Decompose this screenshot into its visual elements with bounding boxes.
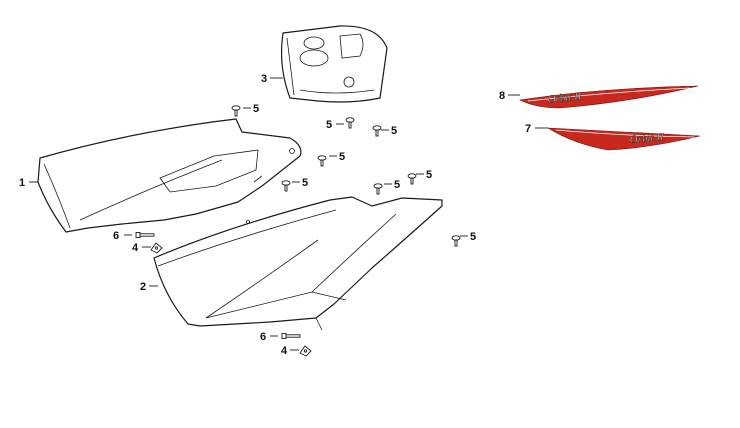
- decal-8-logo-text: Orbit II: [547, 90, 583, 106]
- screw-3: [372, 125, 382, 137]
- callouts: 1 2 3 4 4 5 5 5 5 5 5 5 5 6 6 7 8: [19, 73, 531, 357]
- callout-8: 8: [499, 90, 505, 102]
- part-8-decal-upper: Orbit II: [519, 85, 699, 109]
- part-7-decal-lower: Orbit II: [547, 127, 701, 151]
- callout-5-d: 5: [339, 151, 345, 163]
- callout-4-lower: 4: [281, 345, 288, 357]
- bolt-1: [135, 232, 155, 238]
- callout-5-c: 5: [391, 125, 397, 137]
- callout-5-a: 5: [253, 103, 259, 115]
- callout-4-upper: 4: [132, 242, 139, 254]
- callout-5-g: 5: [426, 169, 432, 181]
- clip-nut-1: [150, 242, 163, 254]
- screw-8: [451, 235, 461, 247]
- screw-1: [231, 105, 241, 117]
- screw-4: [317, 155, 327, 167]
- callout-6-upper: 6: [113, 230, 119, 242]
- screw-5: [281, 180, 291, 192]
- hardware-group: [135, 105, 461, 357]
- screw-6: [373, 183, 383, 195]
- bolt-2: [281, 333, 301, 339]
- screw-2: [345, 117, 355, 129]
- part-2-side-cover-lower: [153, 196, 443, 331]
- callout-5-h: 5: [470, 231, 476, 243]
- screw-7: [407, 173, 417, 185]
- part-3-storage-box: [280, 25, 388, 103]
- callout-3: 3: [261, 73, 267, 85]
- clip-nut-2: [299, 345, 312, 357]
- callout-6-lower: 6: [260, 331, 266, 343]
- callout-1: 1: [19, 177, 25, 189]
- callout-5-f: 5: [394, 179, 400, 191]
- callout-2: 2: [140, 281, 146, 293]
- decal-7-logo-text: Orbit II: [629, 132, 665, 146]
- part-1-side-cover-upper: [37, 118, 302, 233]
- callout-5-b: 5: [326, 119, 332, 131]
- leader-lines: [29, 77, 548, 351]
- callout-5-e: 5: [302, 177, 308, 189]
- callout-7: 7: [525, 123, 531, 135]
